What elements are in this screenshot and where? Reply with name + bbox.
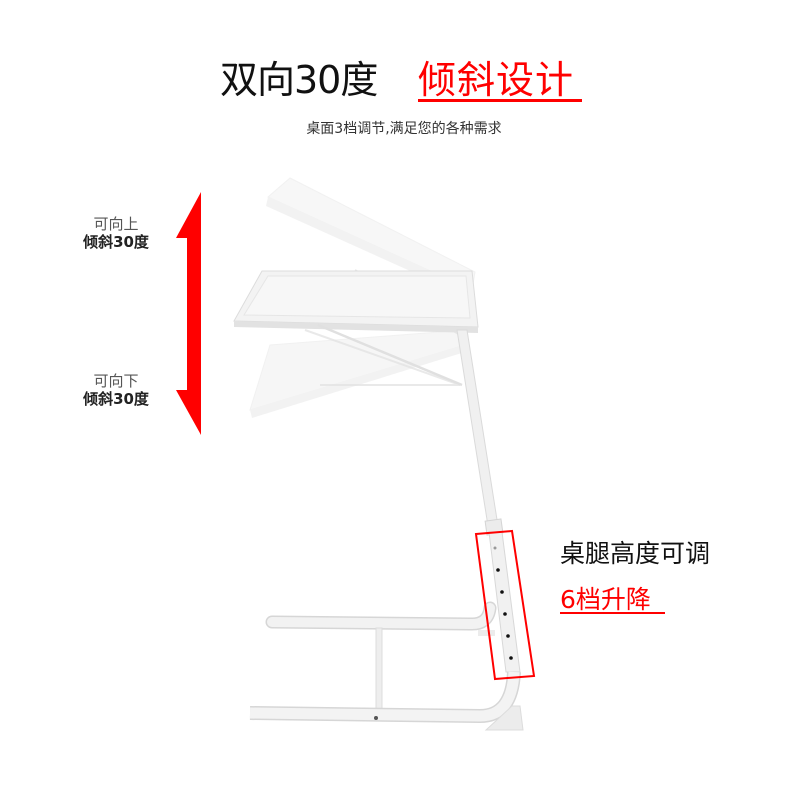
tilt-up-label: 可向上 倾斜30度	[66, 215, 166, 251]
title-highlight: 倾斜设计	[418, 58, 575, 102]
title-underline	[418, 99, 582, 102]
leg-callout-title: 桌腿高度可调	[560, 539, 711, 568]
subtitle: 桌面3档调节,满足您的各种需求	[306, 121, 502, 137]
tilt-up-line1: 可向上	[93, 215, 139, 233]
leg-highlight-box	[474, 529, 536, 681]
leg-callout-subtitle: 6档升降	[560, 585, 651, 614]
tilt-down-label: 可向下 倾斜30度	[66, 372, 166, 408]
leg-callout-underline	[560, 612, 665, 614]
tilt-down-line2: 倾斜30度	[83, 390, 149, 408]
adjustment-holes	[493, 546, 513, 660]
title-main: 双向30度	[220, 58, 378, 102]
tilt-down-line1: 可向下	[93, 372, 139, 390]
tabletop	[233, 270, 479, 333]
tilt-arrow-icon	[176, 192, 201, 435]
tilt-up-line2: 倾斜30度	[83, 233, 149, 251]
